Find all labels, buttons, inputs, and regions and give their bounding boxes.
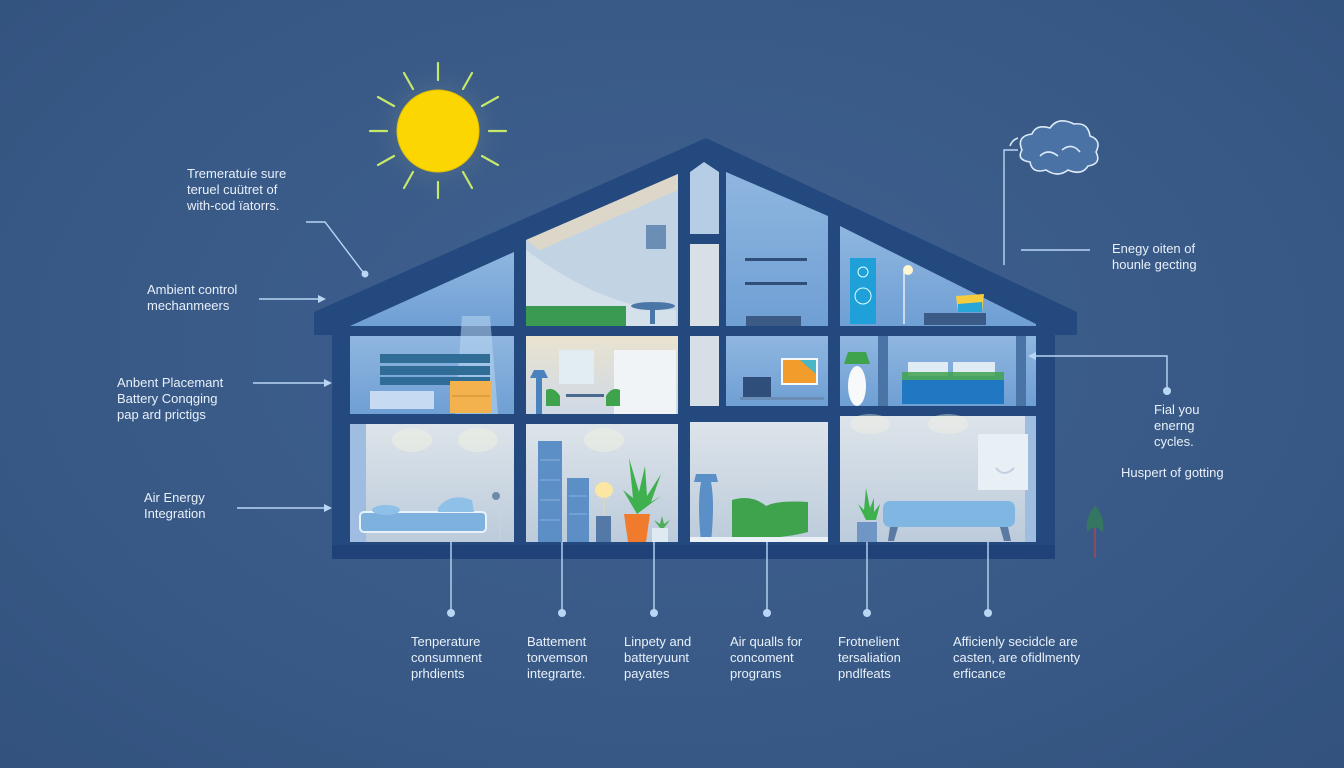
sun-icon xyxy=(368,61,508,201)
callout-energy-often: Enegy oiten of hounle gecting xyxy=(1112,241,1197,272)
cloud-icon xyxy=(1009,120,1099,175)
callout-ambient-control: Ambient control mechanmeers xyxy=(147,282,238,313)
callout-ambient-placement: Anbent Placemant Battery Conqging pap ar… xyxy=(117,375,224,422)
callout-temperature: Tremeratuíe sure teruel cuütret of with-… xyxy=(187,166,287,213)
callout-bottom-2: Battement torvemson integrarte. xyxy=(527,634,588,681)
callout-markers xyxy=(318,270,1171,617)
callout-lines xyxy=(237,149,1168,612)
callout-bottom-3: Linpety and batteryuunt payates xyxy=(624,634,692,681)
callout-bottom-5: Frotnelient tersaliation pndlfeats xyxy=(838,634,901,681)
callout-energy-cycles: Fial you enerng cycles. xyxy=(1154,402,1200,449)
attic-rooms xyxy=(350,162,1036,326)
ground-floor-rooms xyxy=(350,414,1036,542)
callout-bottom-4: Air qualls for concoment prograns xyxy=(730,634,803,681)
callout-huspert: Huspert of gotting xyxy=(1121,465,1224,480)
outdoor-plant-icon xyxy=(1086,506,1104,558)
callout-air-energy: Air Energy Integration xyxy=(144,490,206,521)
middle-floor-rooms xyxy=(350,316,1036,414)
callout-bottom-6: Afficienly secidcle are casten, are ofid… xyxy=(953,634,1081,681)
callout-bottom-1: Tenperature consumnent prhdients xyxy=(411,634,482,681)
